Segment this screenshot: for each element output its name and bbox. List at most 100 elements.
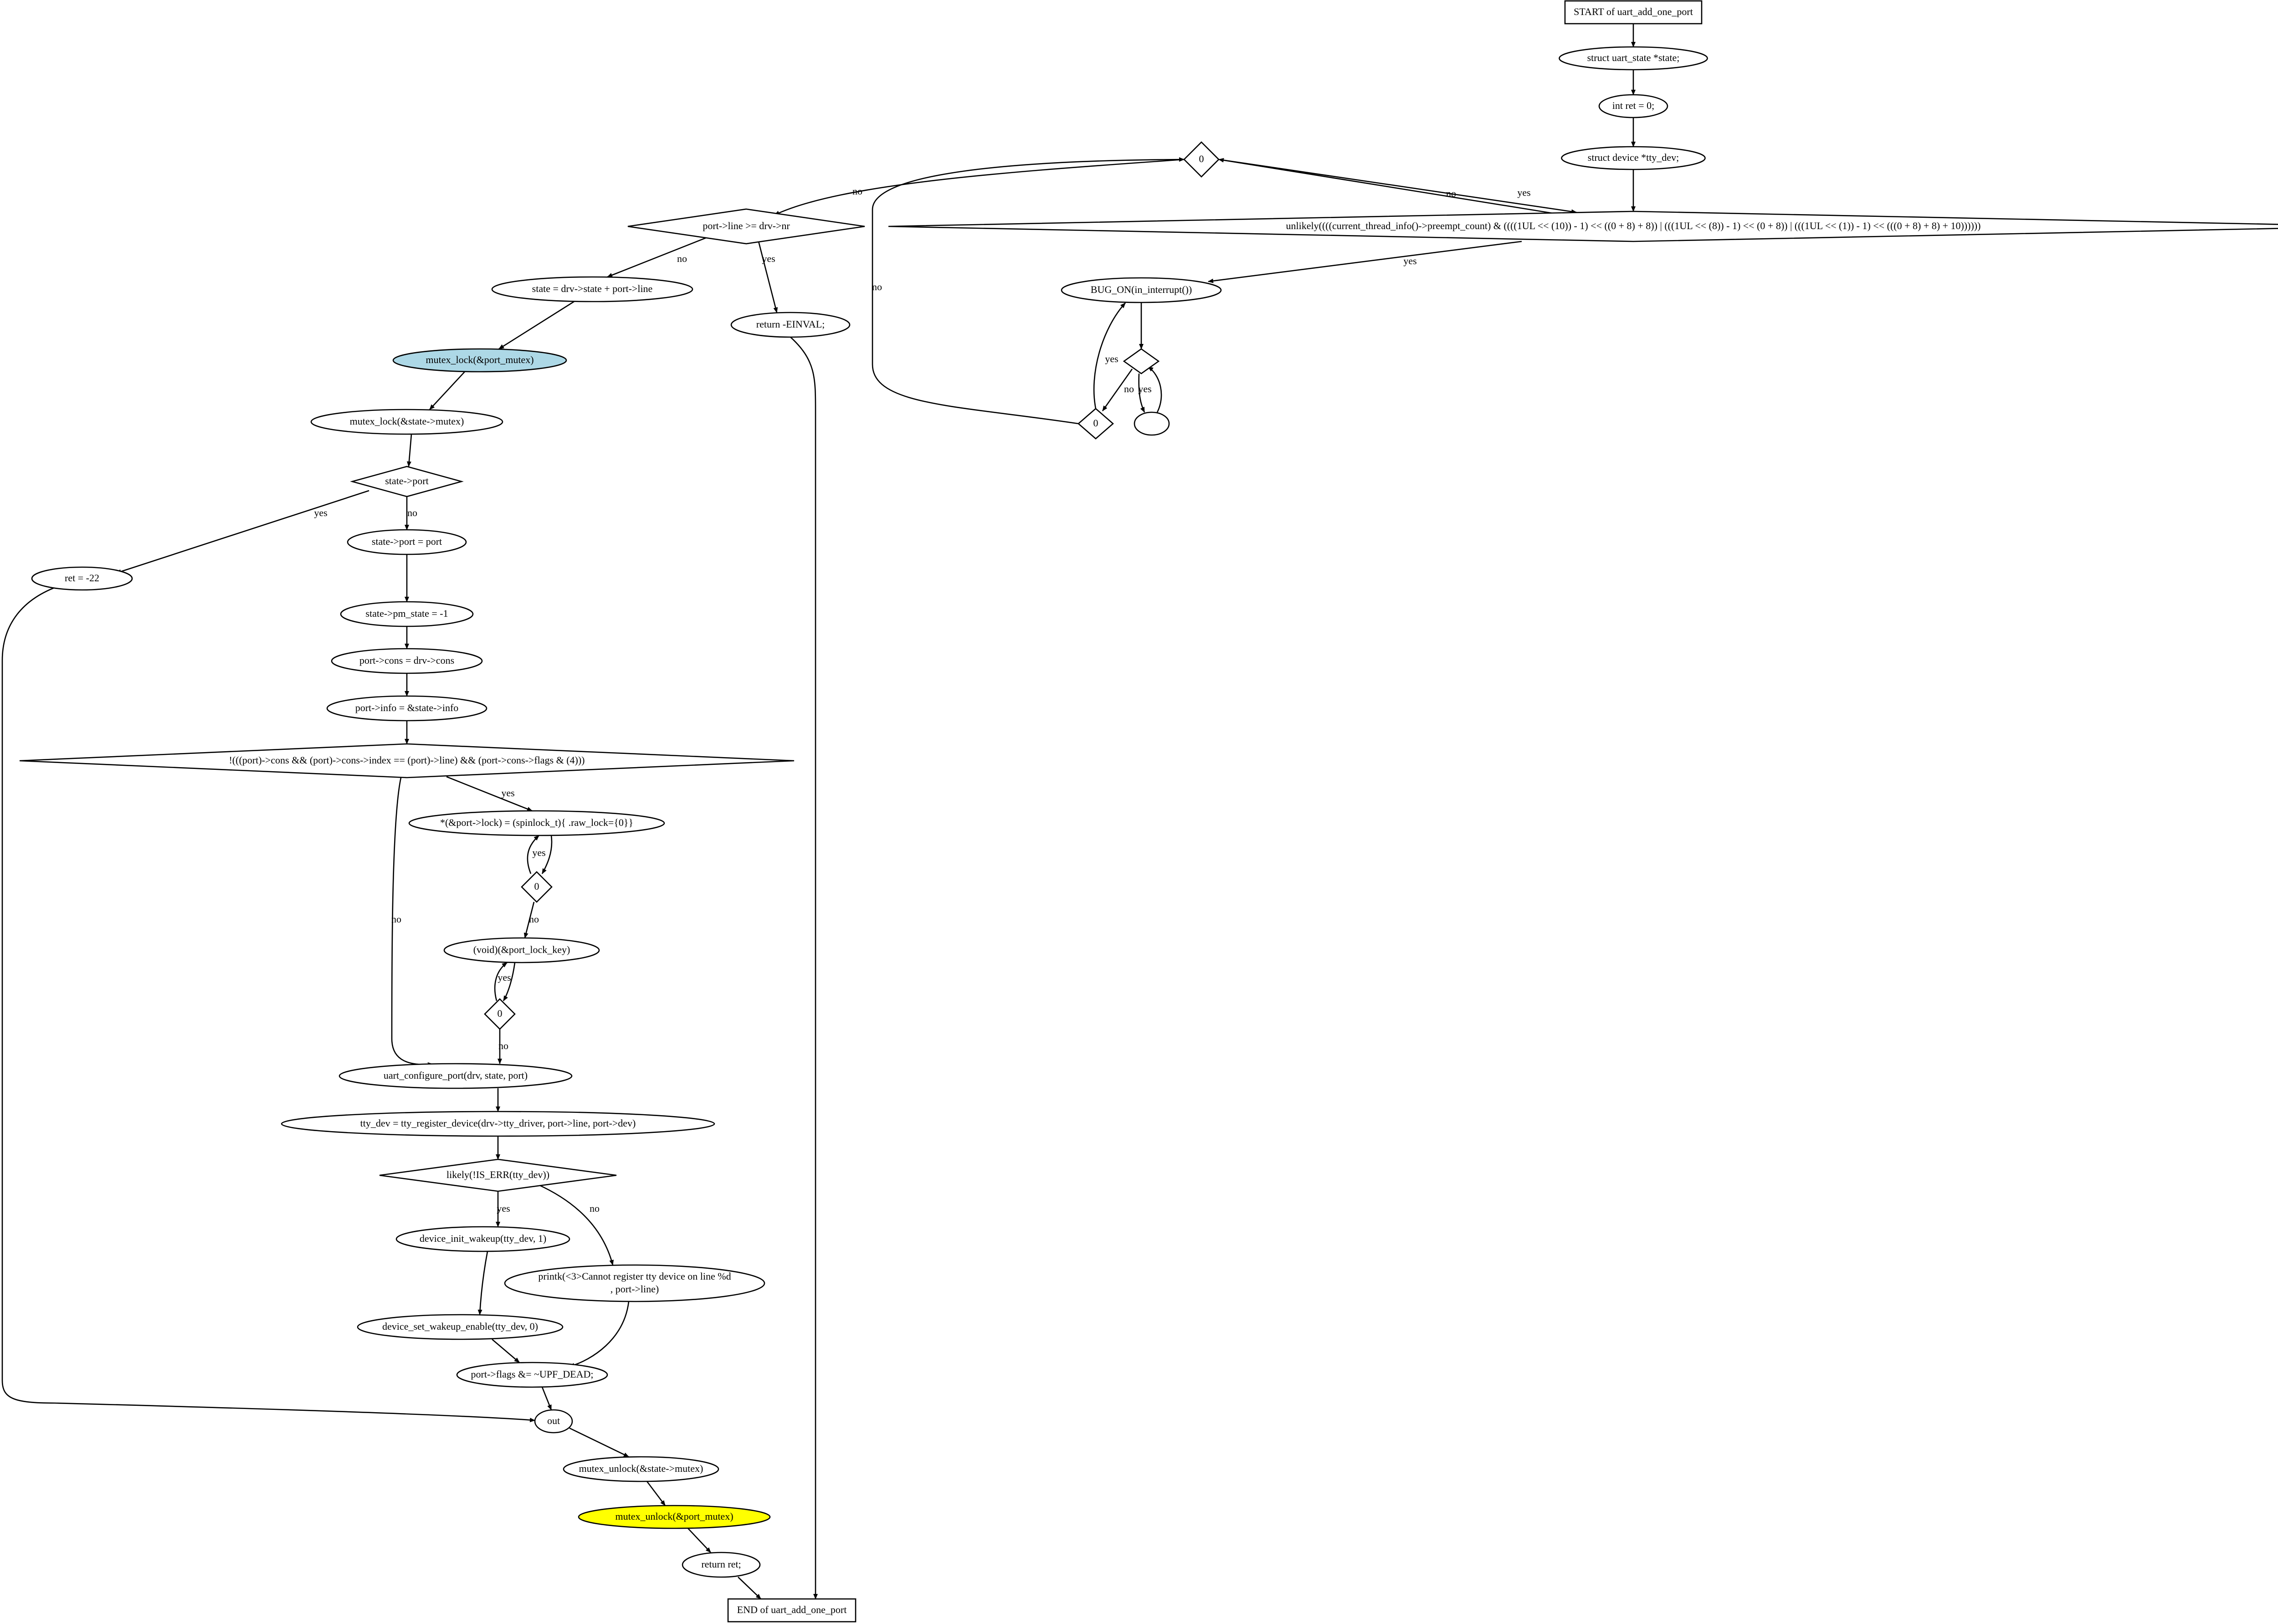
edge-arrow — [872, 157, 1185, 425]
node-cond-state-port: state->port — [350, 466, 464, 497]
edge-e-zerob-config-no: no — [498, 1029, 508, 1064]
node-box — [1564, 0, 1703, 25]
edge-arrow — [116, 490, 369, 574]
edge-label: yes — [498, 972, 511, 983]
edge-e-line-state-no: no — [607, 235, 711, 278]
edge-e-line-einval-yes: yes — [758, 241, 778, 313]
edge-arrow — [1, 586, 535, 1423]
node-box — [727, 1598, 857, 1623]
node-configure: uart_configure_port(drv, state, port) — [339, 1063, 573, 1089]
edge-label: yes — [1138, 383, 1151, 394]
node-unlock-port: mutex_unlock(&port_mutex) — [578, 1505, 771, 1529]
edge-e-void-zerob — [503, 962, 516, 1001]
node-label: printk(<3>Cannot register tty device on … — [538, 1271, 731, 1282]
edge-label: yes — [532, 847, 545, 858]
node-end: END of uart_add_one_port — [727, 1598, 857, 1623]
node-label: (void)(&port_lock_key) — [473, 944, 570, 955]
node-ret-22: ret = -22 — [31, 566, 133, 591]
node-ellipse — [1061, 277, 1222, 303]
node-diamond — [484, 998, 516, 1030]
node-port-info: port->info = &state->info — [326, 695, 487, 722]
edge-arrow — [688, 1528, 711, 1553]
node-void-key: (void)(&port_lock_key) — [443, 937, 600, 963]
node-ellipse — [339, 1063, 573, 1089]
node-diamond — [1183, 141, 1220, 178]
node-label: state = drv->state + port->line — [532, 283, 653, 294]
edge-arrow — [607, 235, 711, 278]
edge-arrow — [494, 962, 508, 1001]
node-pm-state: state->pm_state = -1 — [340, 601, 474, 627]
node-diamond — [521, 871, 553, 903]
node-port-cons: port->cons = drv->cons — [331, 648, 483, 674]
node-cond-likely: likely(!IS_ERR(tty_dev)) — [379, 1158, 617, 1192]
edge-label: no — [852, 185, 862, 197]
edge-arrow — [541, 1387, 552, 1410]
node-tty-register: tty_dev = tty_register_device(drv->tty_d… — [281, 1111, 715, 1137]
node-label: struct uart_state *state; — [1587, 52, 1680, 63]
edge-arrow — [406, 434, 412, 467]
node-diamond — [888, 210, 2278, 242]
node-cond-unlikely: unlikely((((current_thread_info()->preem… — [888, 210, 2278, 242]
node-label: START of uart_add_one_port — [1574, 6, 1693, 17]
node-bug-empty — [1134, 411, 1170, 436]
node-label: return ret; — [701, 1558, 741, 1570]
edge-arrow — [1102, 369, 1133, 411]
node-diamond — [19, 743, 795, 779]
edge-e-lockstate-cond — [406, 434, 412, 467]
node-label: device_set_wakeup_enable(tty_dev, 0) — [382, 1321, 538, 1332]
edge-e-empty-bugd — [1148, 366, 1162, 413]
edge-arrow — [1138, 373, 1145, 413]
node-label: END of uart_add_one_port — [737, 1604, 847, 1615]
edge-label: yes — [497, 1203, 510, 1214]
node-loop-zero-top: 0 — [1183, 141, 1220, 178]
node-label: device_init_wakeup(tty_dev, 1) — [420, 1233, 546, 1244]
node-label: port->flags &= ~UPF_DEAD; — [471, 1368, 594, 1380]
edge-arrow — [1148, 366, 1162, 413]
node-ellipse — [357, 1314, 564, 1340]
edge-e-console-spin-yes: yes — [446, 776, 533, 812]
node-label: BUG_ON(in_interrupt()) — [1091, 284, 1192, 295]
edge-e-zero-unlikely-yes: yes — [1218, 159, 1577, 214]
edge-arrow — [1218, 159, 1577, 214]
node-spinlock-init: *(&port->lock) = (spinlock_t){ .raw_lock… — [408, 810, 665, 836]
node-ellipse — [578, 1505, 771, 1529]
node-out: out — [534, 1409, 573, 1434]
edge-arrow — [391, 777, 433, 1067]
edge-arrow — [429, 371, 465, 410]
edge-label: no — [498, 1040, 508, 1051]
node-label: uart_configure_port(drv, state, port) — [384, 1070, 528, 1081]
edge-e-unlockport-return — [688, 1528, 711, 1553]
node-ellipse — [31, 566, 133, 591]
node-ellipse — [331, 648, 483, 674]
edge-arrow — [492, 1339, 520, 1363]
edge-e-unlock-unlockport — [646, 1481, 666, 1506]
edge-e-einval-end — [790, 337, 818, 1599]
edge-arrow — [758, 241, 778, 313]
edge-arrow — [569, 1427, 629, 1458]
node-ellipse — [443, 937, 600, 963]
node-ellipse — [563, 1456, 719, 1482]
edge-label: no — [407, 507, 417, 518]
edge-label: yes — [1517, 187, 1530, 198]
node-label: struct device *tty_dev; — [1588, 152, 1679, 163]
node-diamond — [1077, 408, 1114, 440]
node-cond-console: !(((port)->cons && (port)->cons->index =… — [19, 743, 795, 779]
edge-arrow — [446, 776, 533, 812]
edge-label: yes — [1403, 255, 1416, 266]
edge-label: no — [391, 913, 401, 925]
edge-e-lockport-lockstate — [429, 371, 465, 410]
edge-e-bugzero-top-no: no — [872, 157, 1185, 425]
edge-label: yes — [501, 787, 514, 799]
node-label: port->info = &state->info — [355, 702, 459, 713]
node-label: int ret = 0; — [1612, 100, 1654, 111]
node-label: mutex_unlock(&port_mutex) — [615, 1511, 733, 1522]
node-bug-diamond — [1123, 348, 1160, 374]
edge-arrow — [1208, 241, 1522, 283]
node-ellipse — [281, 1111, 715, 1137]
node-label: ret = -22 — [65, 572, 99, 584]
edge-label: yes — [314, 507, 327, 518]
node-wakeup: device_init_wakeup(tty_dev, 1) — [395, 1226, 570, 1252]
node-label: return -EINVAL; — [756, 318, 825, 330]
